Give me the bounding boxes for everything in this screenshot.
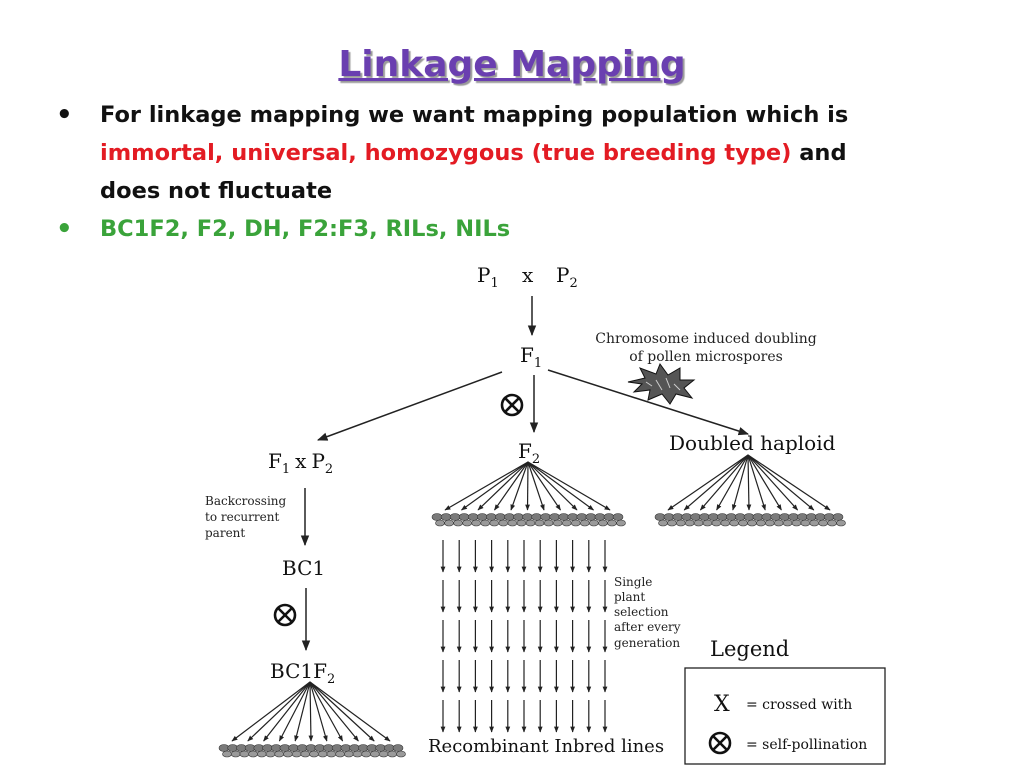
- legend-cross-symbol: X: [714, 692, 730, 717]
- legend-box: [684, 667, 886, 765]
- bullet-highlight-text: immortal, universal, homozygous (true br…: [100, 140, 792, 166]
- svg-text:to recurrent: to recurrent: [205, 510, 279, 524]
- fan-arrow: [683, 454, 749, 511]
- parents-cross: P1 x P2: [477, 263, 578, 291]
- bullet-dot-icon: •: [56, 214, 73, 244]
- legend-self-pollination-icon: [708, 731, 732, 755]
- svg-text:Single: Single: [614, 575, 652, 589]
- chromosome-note-line2: of pollen microspores: [629, 349, 783, 365]
- ril-selfing-arrows: [440, 540, 608, 733]
- plant-row-icon: [218, 744, 406, 758]
- fan-arrow: [667, 454, 749, 511]
- svg-text:x: x: [522, 263, 534, 287]
- svg-text:P2: P2: [556, 263, 578, 291]
- svg-text:after every: after every: [614, 620, 681, 634]
- fan-arrow: [746, 454, 752, 511]
- bullet-populations-text: BC1F2, F2, DH, F2:F3, RILs, NILs: [100, 216, 511, 242]
- legend-self-text: = self-pollination: [746, 737, 867, 753]
- arrow-f1-to-doubled-haploid: [547, 369, 750, 436]
- arrow-f1-to-backcross: [317, 371, 503, 441]
- fan-arrow: [699, 454, 749, 511]
- fan-arrow: [444, 461, 529, 511]
- legend-title: Legend: [710, 637, 789, 661]
- fan-arrow: [494, 461, 529, 511]
- fan-arrow: [247, 681, 311, 742]
- fan-arrow: [527, 461, 611, 511]
- bc1f2-label: BC1F2: [270, 659, 335, 687]
- fan-arrow: [747, 454, 799, 511]
- fan-arrow: [308, 681, 314, 742]
- fan-arrow: [309, 681, 391, 742]
- fan-arrow: [747, 454, 766, 511]
- svg-text:Backcrossing: Backcrossing: [205, 494, 287, 508]
- fan-arrow: [309, 681, 359, 742]
- fan-arrow: [309, 681, 344, 742]
- fan-arrow: [309, 681, 375, 742]
- f2-progeny-fan: [431, 461, 626, 527]
- fan-arrow: [263, 681, 311, 742]
- fan-arrow: [294, 681, 311, 742]
- fan-arrow: [461, 461, 529, 511]
- fan-arrow: [747, 454, 815, 511]
- bc1f2-progeny-fan: [218, 681, 406, 758]
- bullet-tail-text: does not fluctuate: [100, 178, 333, 204]
- fan-arrow: [747, 454, 831, 511]
- fan-arrow: [278, 681, 311, 742]
- doubling-burst-icon: [627, 362, 696, 405]
- bullet-item-populations: • BC1F2, F2, DH, F2:F3, RILs, NILs: [56, 210, 956, 248]
- selection-note: Single plant selection after every gener…: [614, 575, 681, 650]
- bullet-lead-text: For linkage mapping we want mapping popu…: [100, 102, 849, 128]
- doubled-haploid-progeny-fan: [654, 454, 846, 527]
- fan-arrow: [747, 454, 782, 511]
- ril-label: Recombinant Inbred lines: [428, 736, 664, 757]
- plant-row-icon: [654, 513, 846, 527]
- bullet-dot-icon: •: [56, 100, 73, 130]
- svg-text:generation: generation: [614, 636, 680, 650]
- fan-arrow: [231, 681, 311, 742]
- self-pollination-icon: [273, 603, 297, 627]
- fan-arrow: [527, 461, 578, 511]
- fan-arrow: [527, 461, 561, 511]
- fan-arrow: [527, 461, 545, 511]
- svg-text:plant: plant: [614, 590, 645, 604]
- doubled-haploid-label: Doubled haploid: [669, 431, 836, 455]
- bc1-label: BC1: [282, 556, 325, 580]
- f1-label: F1: [520, 343, 542, 371]
- fan-arrow: [309, 681, 328, 742]
- slide-title: Linkage Mapping: [338, 44, 686, 85]
- f2-label: F2: [518, 439, 540, 467]
- bullet-list: • For linkage mapping we want mapping po…: [56, 96, 956, 248]
- plant-row-icon: [431, 513, 626, 527]
- chromosome-note-line1: Chromosome induced doubling: [595, 331, 817, 347]
- self-pollination-icon: [500, 393, 524, 417]
- fan-arrow: [527, 461, 594, 511]
- fan-arrow: [477, 461, 529, 511]
- bullet-tail-start: and: [799, 140, 847, 166]
- fan-arrow: [731, 454, 749, 511]
- fan-arrow: [510, 461, 529, 511]
- bullet-item-requirements: • For linkage mapping we want mapping po…: [56, 96, 956, 210]
- fan-arrow: [716, 454, 749, 511]
- backcross-note: Backcrossing to recurrent parent: [205, 494, 287, 540]
- svg-text:parent: parent: [205, 526, 245, 540]
- legend-cross-text: = crossed with: [746, 697, 852, 713]
- svg-text:P1: P1: [477, 263, 499, 291]
- svg-text:selection: selection: [614, 605, 669, 619]
- fan-arrow: [525, 461, 530, 511]
